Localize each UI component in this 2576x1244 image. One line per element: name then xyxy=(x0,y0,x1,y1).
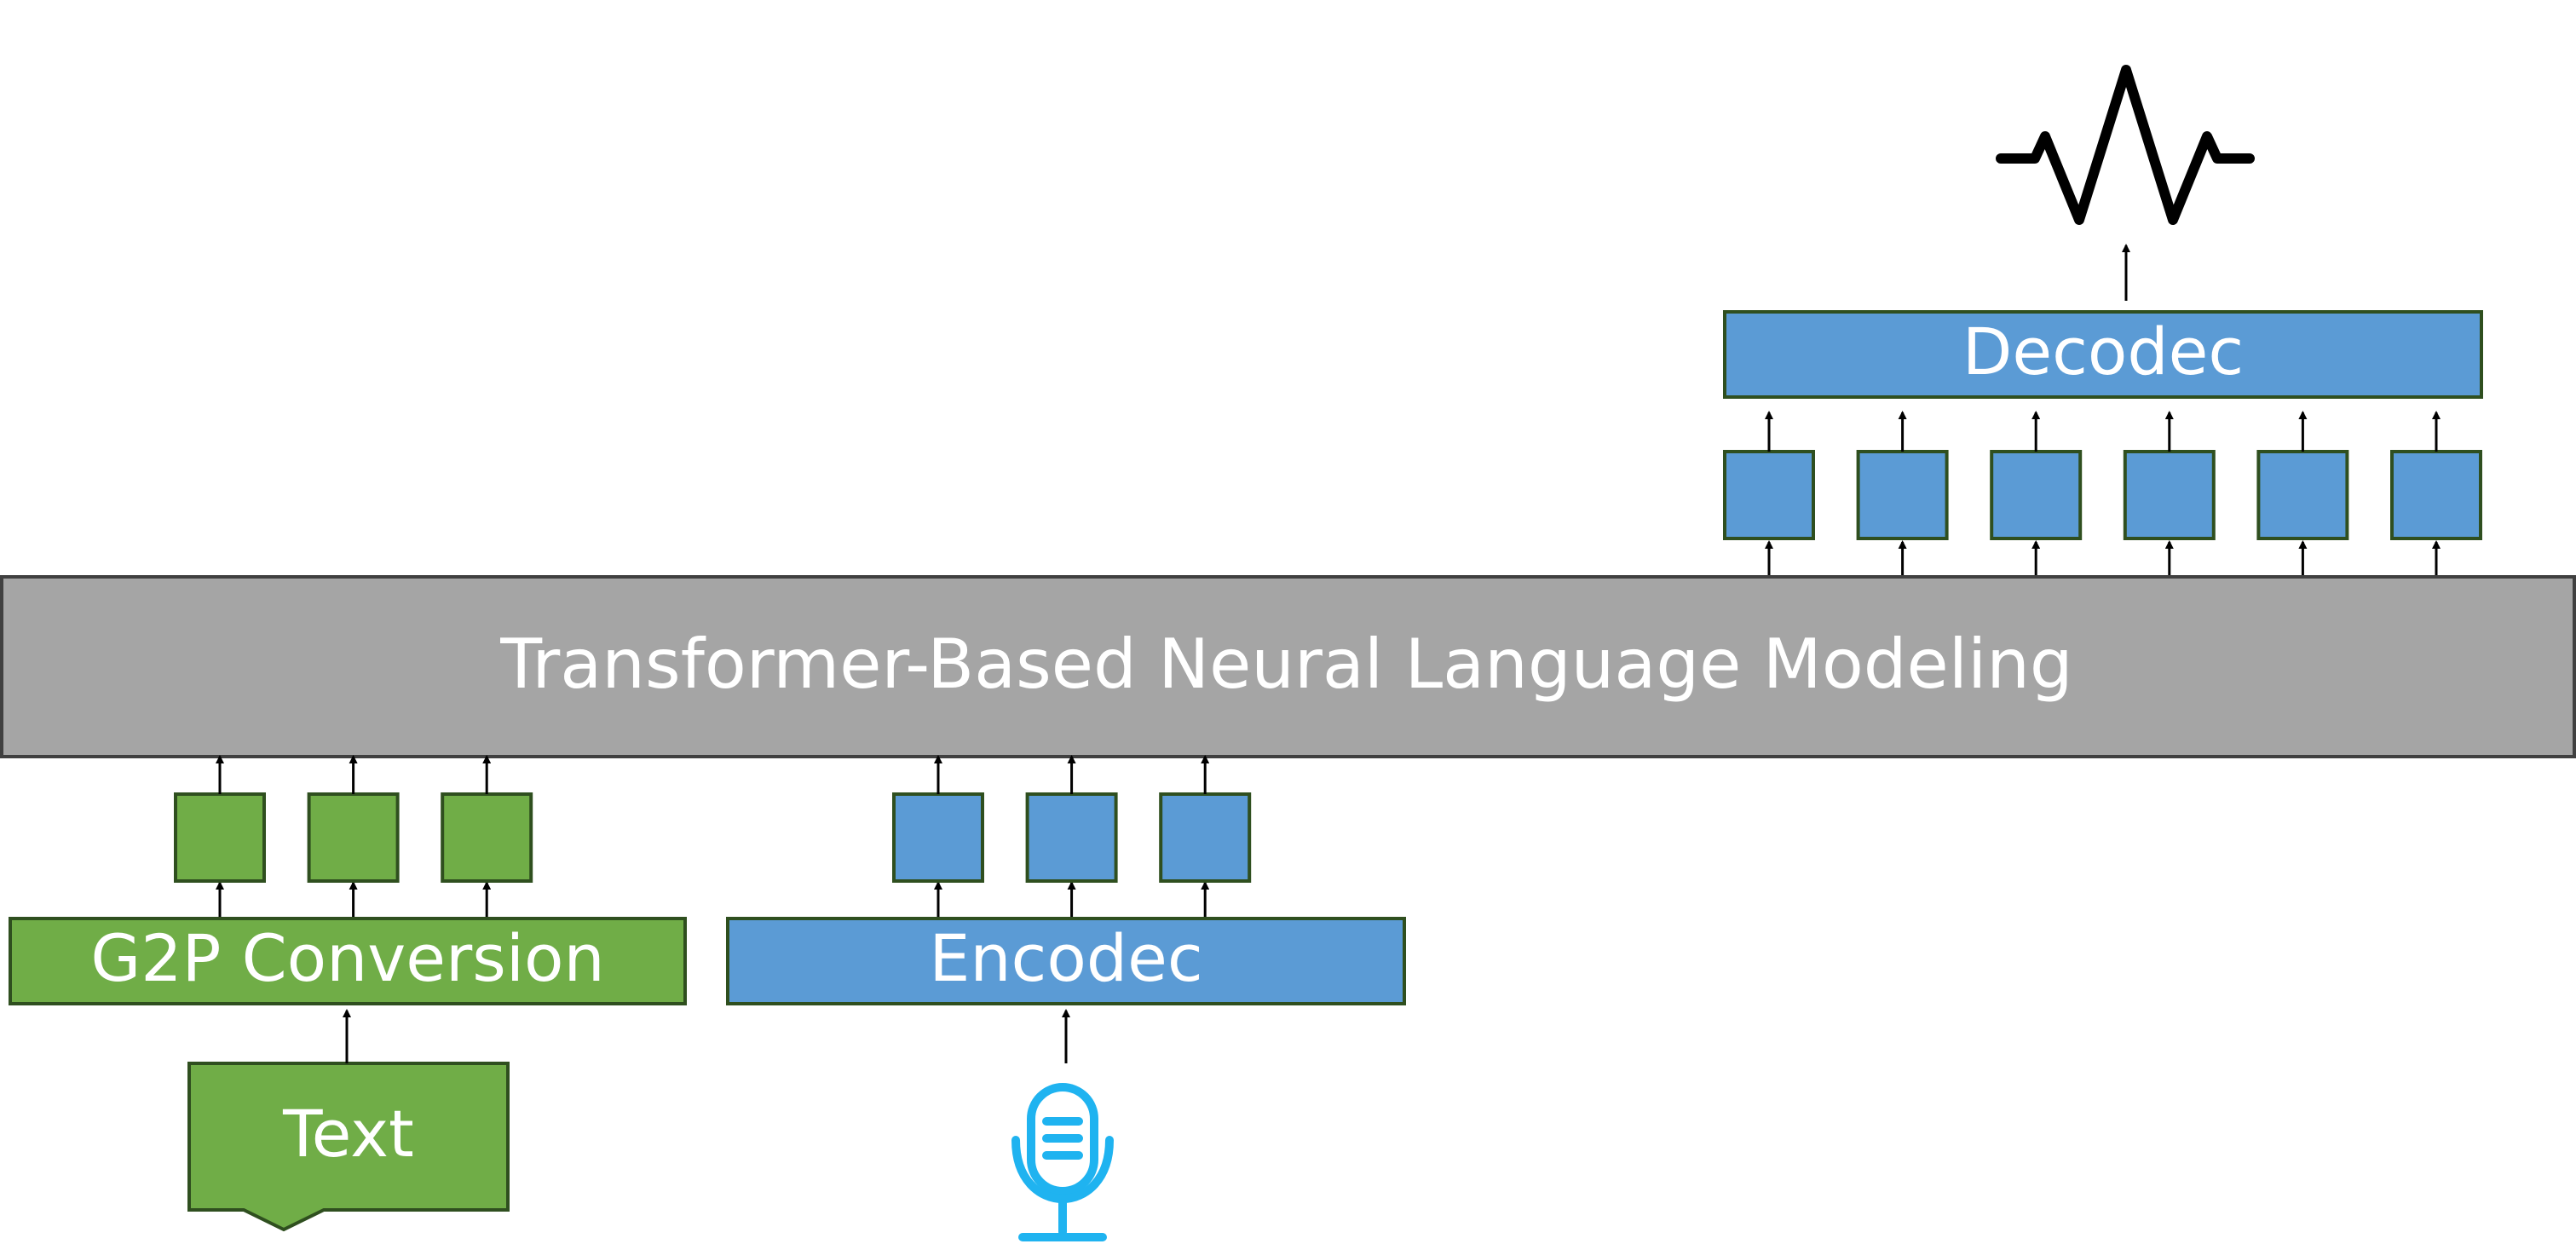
decoder-token-box xyxy=(2123,450,2216,540)
text-input-label: Text xyxy=(282,1096,414,1172)
decoder-token-box xyxy=(2390,450,2482,540)
transformer-block: Transformer-Based Neural Language Modeli… xyxy=(0,575,2576,758)
encodec-label: Encodec xyxy=(929,920,1202,996)
g2p-token-box xyxy=(307,792,400,883)
encoder-token-box xyxy=(892,792,984,883)
decoder-token-box xyxy=(2256,450,2349,540)
decoder-token-box xyxy=(1856,450,1949,540)
g2p-block: G2P Conversion xyxy=(9,917,687,1005)
g2p-token-row xyxy=(174,755,533,919)
decoder-token-box xyxy=(1723,450,1815,540)
g2p-label: G2P Conversion xyxy=(90,920,604,996)
decodec-block: Decodec xyxy=(1723,310,2483,399)
transformer-label: Transformer-Based Neural Language Modeli… xyxy=(499,625,2072,704)
waveform-icon xyxy=(1996,65,2255,225)
encoder-token-box xyxy=(1159,792,1252,883)
decoder-token-row xyxy=(1723,411,2482,577)
g2p-token-box xyxy=(441,792,533,883)
text-input-block: Text xyxy=(187,1062,510,1232)
microphone-icon xyxy=(1011,1083,1114,1241)
encoder-token-box xyxy=(1025,792,1118,883)
encodec-block: Encodec xyxy=(726,917,1406,1005)
encoder-token-row xyxy=(892,755,1252,919)
decoder-token-box xyxy=(1990,450,2083,540)
g2p-token-box xyxy=(174,792,266,883)
decodec-label: Decodec xyxy=(1962,314,2244,389)
